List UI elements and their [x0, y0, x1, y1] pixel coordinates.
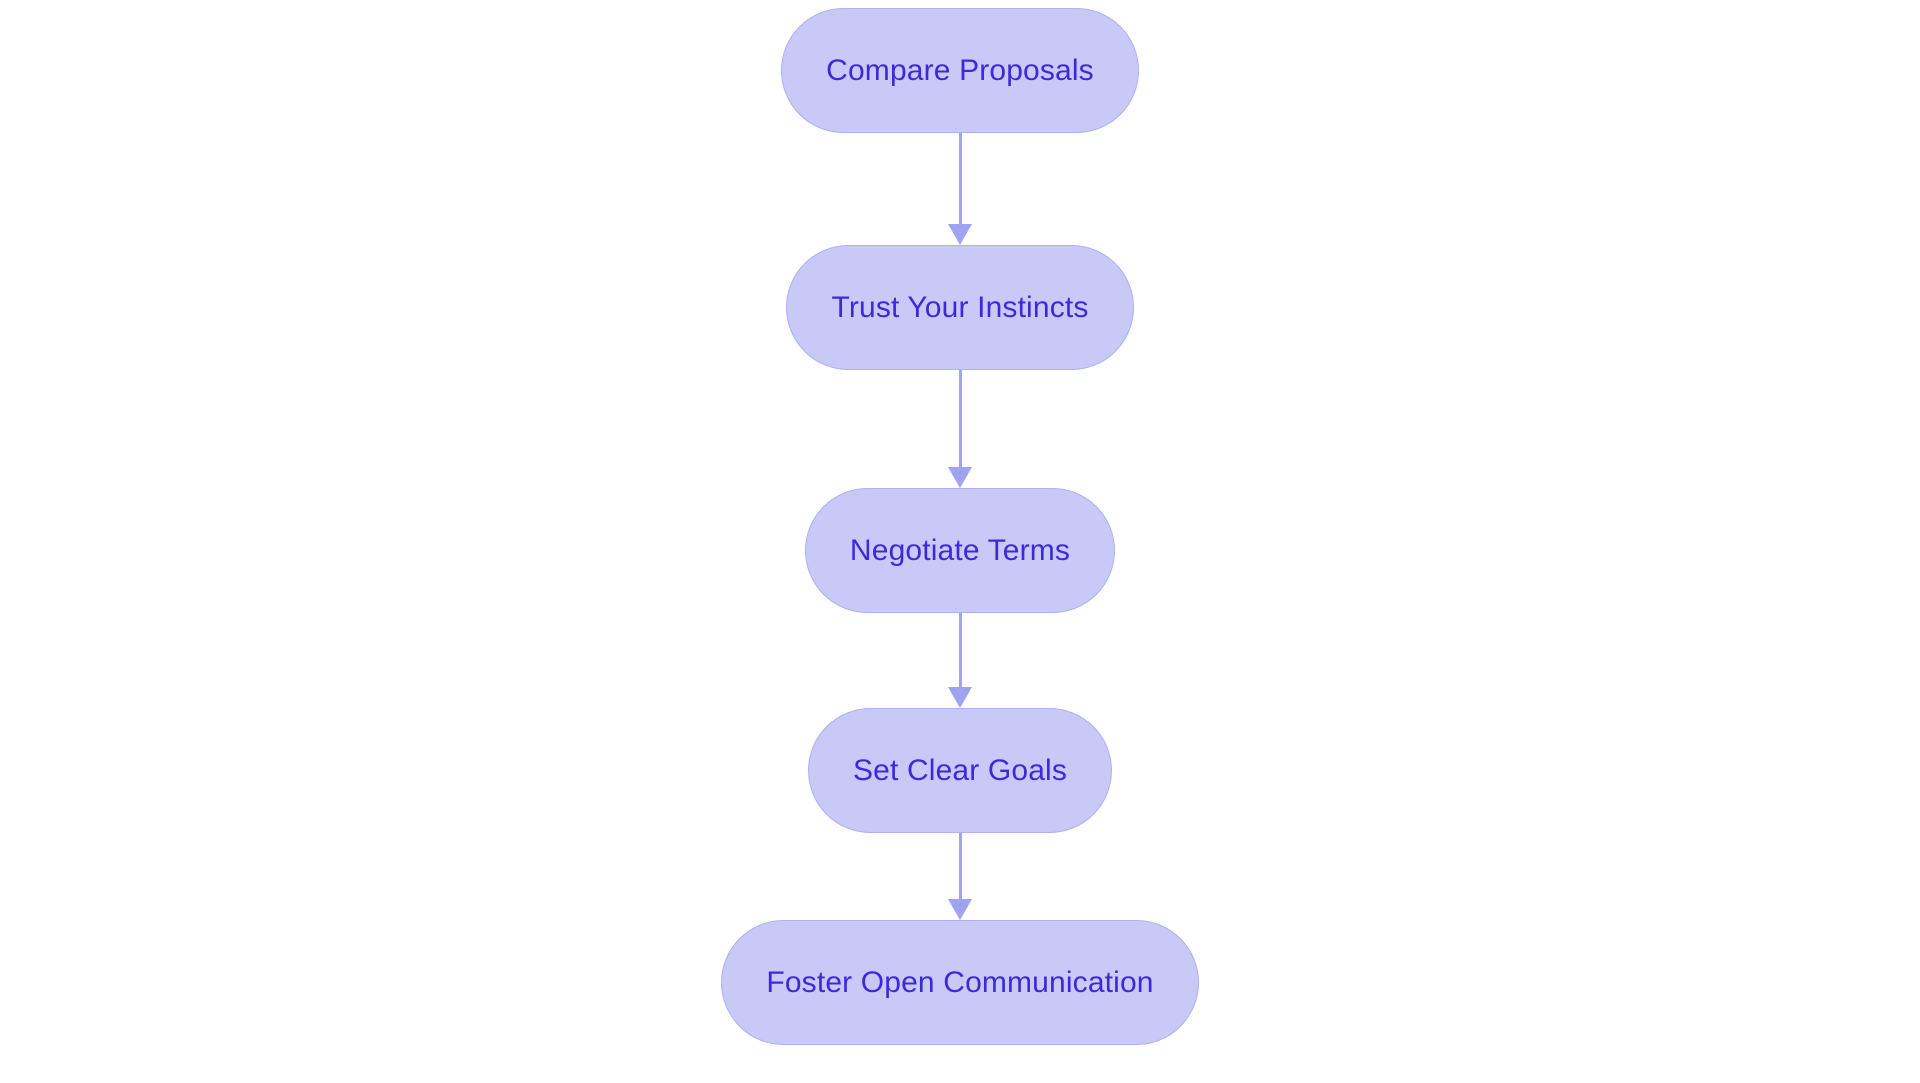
- connector-line: [958, 133, 962, 224]
- flowchart-node-trust-your-instincts[interactable]: Trust Your Instincts: [786, 245, 1134, 370]
- flowchart-node-negotiate-terms[interactable]: Negotiate Terms: [804, 488, 1116, 613]
- arrow-down-icon: [948, 899, 972, 920]
- connector-line: [958, 370, 962, 467]
- arrow-down-icon: [948, 467, 972, 488]
- arrow-down-icon: [948, 224, 972, 245]
- flowchart-connector-1: [945, 133, 975, 245]
- flowchart-connector-4: [945, 833, 975, 920]
- flowchart-node-compare-proposals[interactable]: Compare Proposals: [781, 8, 1139, 133]
- flowchart-node-label: Negotiate Terms: [849, 533, 1071, 567]
- flowchart-connector-2: [945, 370, 975, 488]
- flowchart-node-label: Foster Open Communication: [766, 965, 1154, 999]
- connector-line: [958, 613, 962, 687]
- connector-line: [958, 833, 962, 899]
- flowchart-node-label: Compare Proposals: [826, 53, 1094, 87]
- flowchart-node-foster-open-communication[interactable]: Foster Open Communication: [721, 920, 1199, 1045]
- flowchart-connector-3: [945, 613, 975, 708]
- flowchart-node-label: Trust Your Instincts: [831, 290, 1089, 324]
- arrow-down-icon: [948, 687, 972, 708]
- flowchart-node-set-clear-goals[interactable]: Set Clear Goals: [807, 708, 1112, 833]
- flowchart-node-label: Set Clear Goals: [852, 753, 1067, 787]
